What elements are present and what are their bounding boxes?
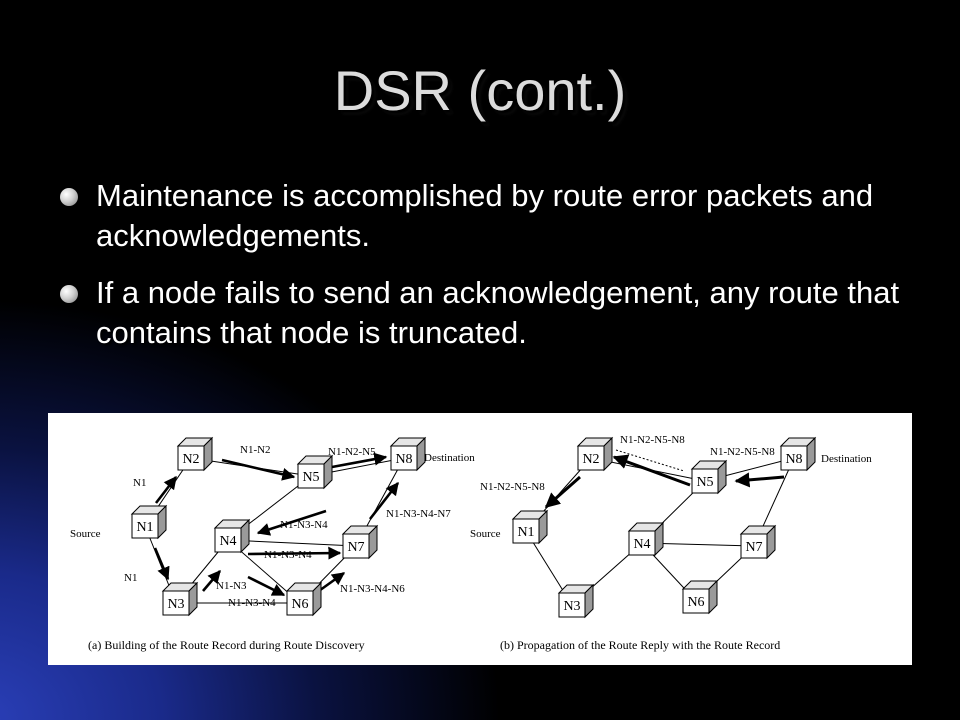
node-n5: N5	[296, 454, 334, 490]
node-label: N3	[167, 597, 184, 612]
node-n4: N4	[213, 518, 251, 554]
node-label: N8	[395, 452, 412, 467]
panel-b-labels: Source Destination N1-N2-N5-N8 N1-N2-N5-…	[470, 434, 872, 652]
edge-label: N1-N2-N5-N8	[710, 446, 775, 458]
bullet-item: If a node fails to send an acknowledgeme…	[60, 273, 920, 353]
bullet-list: Maintenance is accomplished by route err…	[60, 176, 920, 370]
source-label-a: Source	[70, 528, 101, 540]
node-n8: N8	[389, 436, 427, 472]
node-n6: N6	[285, 581, 323, 617]
node-n1: N1	[130, 504, 168, 540]
node-label: N8	[785, 452, 802, 467]
panel-a-arrows	[153, 452, 400, 597]
node-label: N7	[745, 540, 762, 555]
edge-label: N1-N3-N4-N6	[340, 583, 405, 595]
node-n5: N5	[690, 459, 728, 495]
node-n7: N7	[341, 524, 379, 560]
edge-label: N1-N2-N5-N8	[620, 434, 685, 446]
caption-a: (a) Building of the Route Record during …	[88, 638, 365, 652]
bullet-icon	[60, 285, 78, 303]
node-n4: N4	[627, 521, 665, 557]
edge-label: N1-N3-N4	[280, 519, 328, 531]
node-n2: N2	[576, 436, 614, 472]
panel-a-labels: Source Destination N1 N1 N1-N2 N1-N2-N5 …	[70, 444, 475, 652]
node-n2: N2	[176, 436, 214, 472]
node-label: N5	[302, 470, 319, 485]
node-label: N1	[136, 520, 153, 535]
node-label: N4	[219, 534, 236, 549]
bullet-icon	[60, 188, 78, 206]
node-label: N4	[633, 537, 650, 552]
bullet-text: Maintenance is accomplished by route err…	[96, 178, 874, 253]
node-n8: N8	[779, 436, 817, 472]
node-n6: N6	[681, 579, 719, 615]
node-label: N2	[182, 452, 199, 467]
node-label: N7	[347, 540, 364, 555]
source-label-b: Source	[470, 528, 501, 540]
edge-label: N1-N3-N4-N7	[386, 508, 451, 520]
node-n3: N3	[161, 581, 199, 617]
destination-label-b: Destination	[821, 453, 872, 465]
edge-label: N1-N3-N4	[264, 549, 312, 561]
node-label: N2	[582, 452, 599, 467]
slide-title: DSR (cont.)	[333, 59, 627, 122]
node-label: N1	[517, 525, 534, 540]
destination-label-a: Destination	[424, 452, 475, 464]
edge-label: N1-N3	[216, 580, 247, 592]
node-label: N3	[563, 599, 580, 614]
node-n1: N1	[511, 509, 549, 545]
node-label: N5	[696, 475, 713, 490]
panel-b-arrows	[544, 454, 785, 509]
edge-label: N1-N3-N4	[228, 597, 276, 609]
caption-b: (b) Propagation of the Route Reply with …	[500, 638, 780, 652]
edge-label: N1-N2-N5	[328, 446, 376, 458]
node-n7: N7	[739, 524, 777, 560]
node-label: N6	[291, 597, 308, 612]
node-label: N6	[687, 595, 704, 610]
edge-label: N1-N2-N5-N8	[480, 481, 545, 493]
node-n3: N3	[557, 583, 595, 619]
bullet-text: If a node fails to send an acknowledgeme…	[96, 275, 900, 350]
edge-label: N1-N2	[240, 444, 271, 456]
bullet-item: Maintenance is accomplished by route err…	[60, 176, 920, 256]
edge-label: N1	[133, 477, 146, 489]
edge-label: N1	[124, 572, 137, 584]
